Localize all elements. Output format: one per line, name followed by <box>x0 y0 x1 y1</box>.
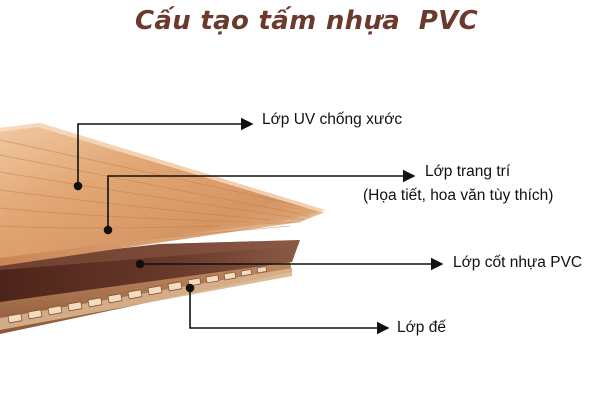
label-decorative-layer-note: (Họa tiết, hoa văn tùy thích) <box>363 187 554 204</box>
dot-de <box>185 283 195 293</box>
leader-trang-tri <box>107 169 416 230</box>
label-base-layer: Lớp đế <box>397 319 446 336</box>
diagram-title: Cấu tạo tấm nhựa PVC <box>135 6 478 36</box>
leader-de <box>189 288 390 335</box>
label-decorative-layer: Lớp trang trí <box>425 163 511 180</box>
uv-top-layer <box>0 123 325 258</box>
dot-trang-tri <box>103 225 113 235</box>
leader-lines <box>73 117 444 335</box>
label-core-layer: Lớp cốt nhựa PVC <box>453 254 583 271</box>
core-layer <box>0 240 300 302</box>
label-uv-layer: Lớp UV chống xước <box>262 111 403 128</box>
leader-uv <box>77 117 254 186</box>
dot-uv <box>73 181 83 191</box>
base-layer <box>0 262 292 334</box>
dot-cot-nhua <box>135 259 145 269</box>
